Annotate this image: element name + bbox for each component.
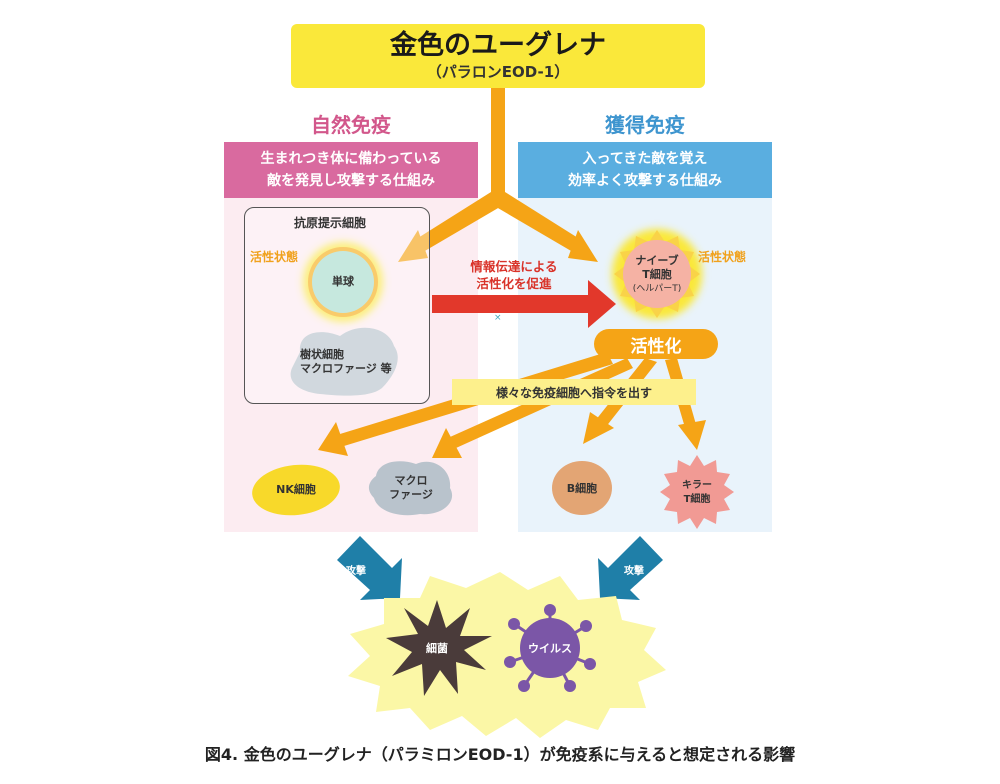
info-transfer-arrow bbox=[432, 280, 616, 328]
top-connector-arrow bbox=[398, 88, 598, 262]
macrophage-label: マクロ ファージ bbox=[372, 474, 450, 502]
naive-line1: ナイーブ bbox=[635, 254, 679, 267]
bacteria-label: 細菌 bbox=[426, 642, 448, 655]
attack-label-left: 攻撃 bbox=[346, 566, 366, 577]
impact-burst bbox=[348, 572, 666, 738]
attack-arrow-left bbox=[337, 536, 402, 600]
macrophage-line1: マクロ bbox=[394, 474, 428, 487]
macrophage-line2: ファージ bbox=[389, 488, 433, 501]
acquired-heading: 獲得免疫 bbox=[605, 112, 685, 137]
command-text: 様々な免疫細胞へ指令を出す bbox=[495, 385, 652, 400]
activation-label: 活性化 bbox=[594, 329, 718, 359]
info-transfer-text: 情報伝達による 活性化を促進 bbox=[448, 258, 580, 292]
attack-label-right: 攻撃 bbox=[624, 566, 644, 577]
innate-description: 生まれつき体に備わっている 敵を発見し攻撃する仕組み bbox=[224, 142, 478, 198]
dendritic-label: 樹状細胞 マクロファージ 等 bbox=[300, 348, 400, 376]
subtitle-text: （パラロンEOD-1） bbox=[426, 63, 570, 81]
killer-line2: T細胞 bbox=[683, 494, 711, 505]
acquired-desc-line2: 効率よく攻撃する仕組み bbox=[568, 173, 722, 189]
acquired-desc-line1: 入ってきた敵を覚え bbox=[582, 151, 708, 167]
bacteria-icon bbox=[386, 600, 492, 696]
dendritic-label-line2: マクロファージ 等 bbox=[300, 362, 392, 375]
naive-line3: (ヘルパーT) bbox=[632, 284, 682, 294]
dendritic-label-line1: 樹状細胞 bbox=[300, 348, 344, 361]
apc-box bbox=[244, 207, 430, 404]
command-band: 様々な免疫細胞へ指令を出す bbox=[452, 379, 696, 405]
title-text: 金色のユーグレナ bbox=[390, 30, 606, 61]
killer-t-cell bbox=[660, 455, 734, 529]
innate-desc-line1: 生まれつき体に備わっている bbox=[260, 151, 442, 167]
b-cell-label: B細胞 bbox=[566, 482, 598, 495]
innate-heading: 自然免疫 bbox=[311, 112, 391, 137]
monocyte-label: 単球 bbox=[332, 275, 354, 288]
innate-desc-line2: 敵を発見し攻撃する仕組み bbox=[267, 173, 435, 189]
marker-x-icon: × bbox=[494, 313, 502, 323]
attack-arrow-right bbox=[598, 536, 663, 600]
virus-label: ウイルス bbox=[528, 642, 572, 655]
active-state-label-right: 活性状態 bbox=[698, 250, 747, 264]
b-cell bbox=[552, 461, 612, 515]
killer-line1: キラー bbox=[682, 480, 712, 491]
dendritic-cell bbox=[290, 327, 398, 396]
naive-line2: T細胞 bbox=[642, 268, 672, 281]
info-transfer-line2: 活性化を促進 bbox=[476, 276, 552, 291]
naive-t-cell bbox=[612, 229, 702, 319]
nk-cell bbox=[252, 464, 340, 516]
acquired-description: 入ってきた敵を覚え 効率よく攻撃する仕組み bbox=[518, 142, 772, 198]
active-state-label-left: 活性状態 bbox=[250, 250, 299, 264]
monocyte-cell bbox=[303, 242, 383, 322]
macrophage-cell bbox=[368, 461, 453, 516]
virus-icon bbox=[504, 604, 596, 692]
nk-cell-label: NK細胞 bbox=[276, 483, 316, 496]
title-box: 金色のユーグレナ （パラロンEOD-1） bbox=[291, 24, 705, 88]
figure-caption: 図4. 金色のユーグレナ（パラミロンEOD-1）が免疫系に与えると想定される影響 bbox=[204, 745, 796, 764]
info-transfer-line1: 情報伝達による bbox=[470, 259, 558, 274]
naive-t-label: ナイーブ T細胞 (ヘルパーT) bbox=[617, 254, 697, 296]
apc-label: 抗原提示細胞 bbox=[294, 216, 367, 230]
killer-t-label: キラー T細胞 bbox=[665, 479, 729, 507]
